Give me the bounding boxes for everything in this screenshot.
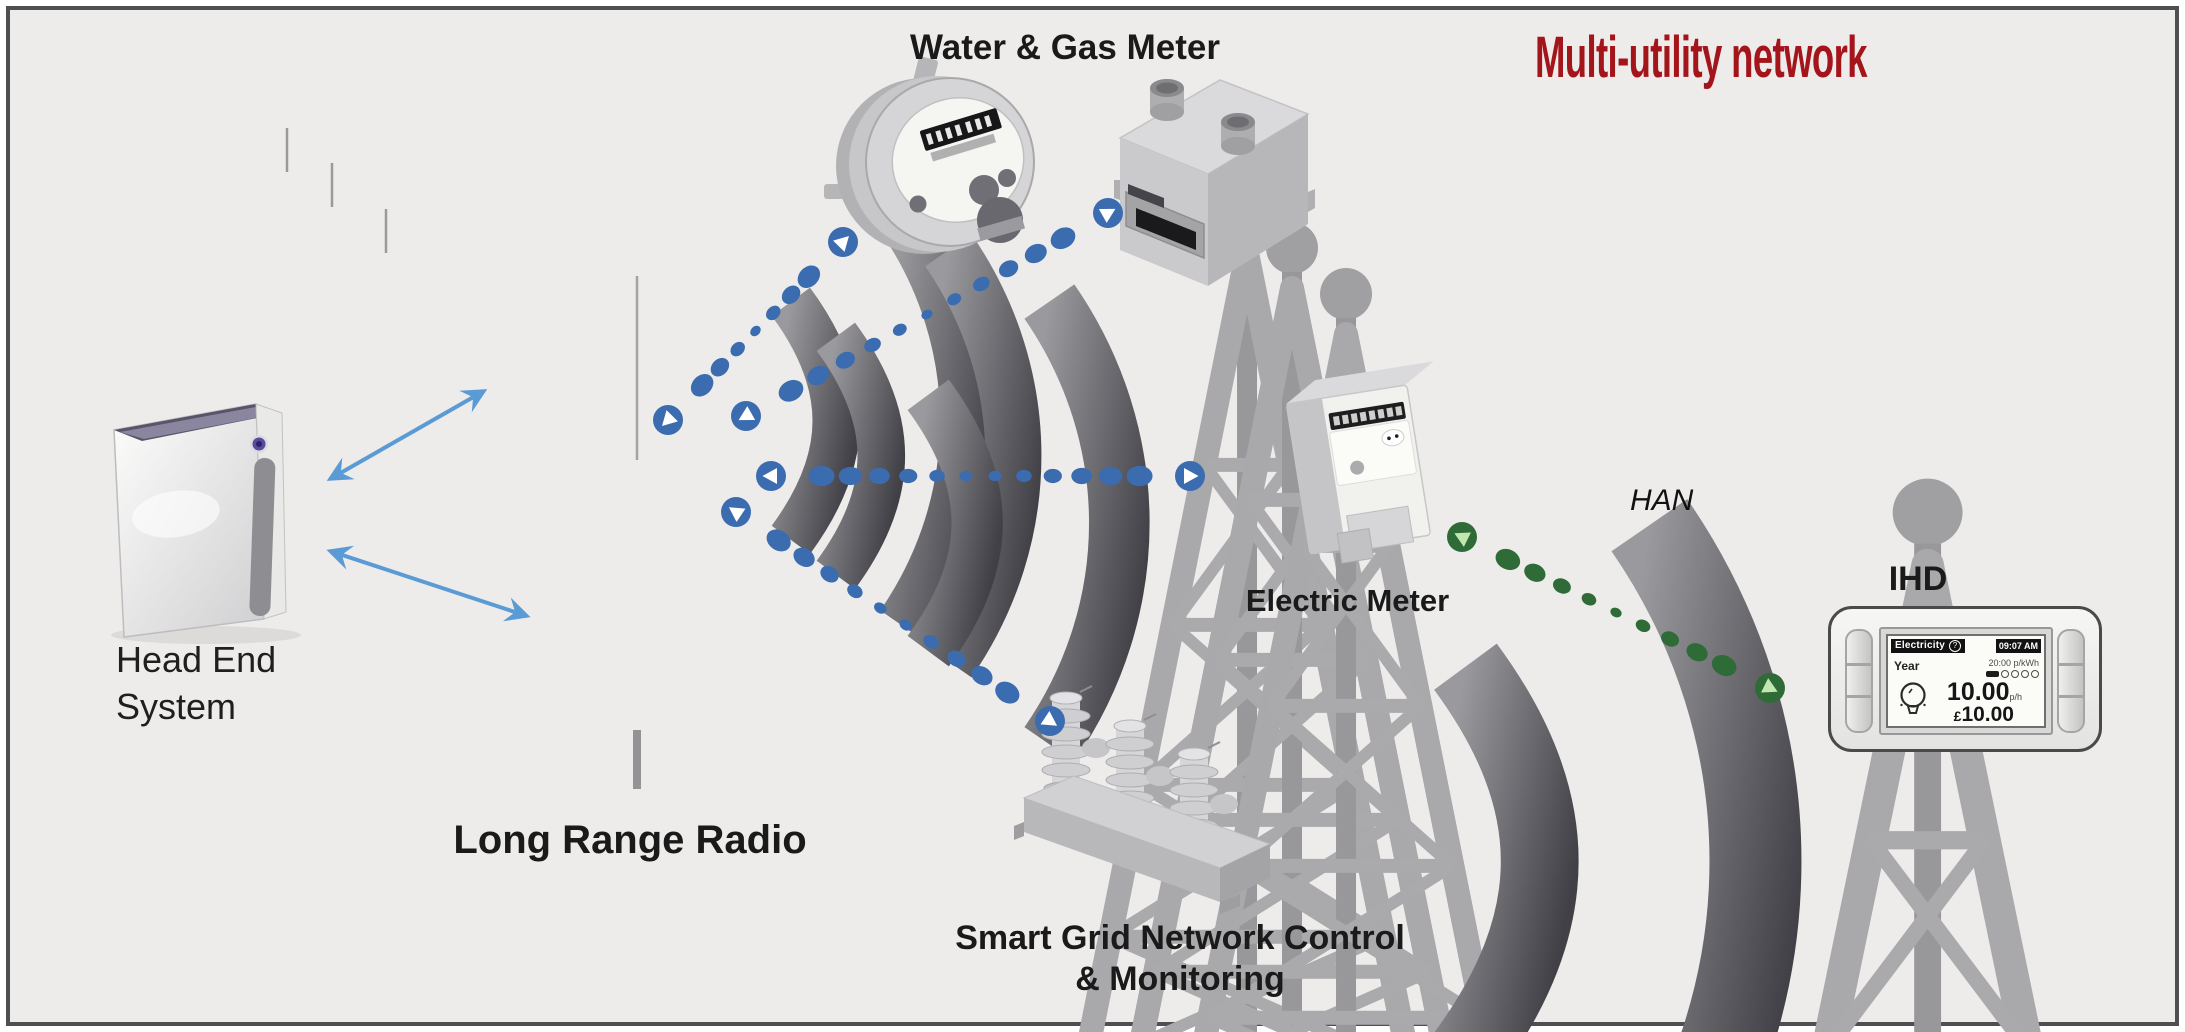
label-smart-grid-line2: & Monitoring xyxy=(1075,960,1285,998)
label-smart-grid: Smart Grid Network Control & Monitoring xyxy=(948,918,1412,1000)
wireless-links xyxy=(653,198,1785,736)
arrow-headend-lrr xyxy=(326,545,531,622)
link-arrowhead-icon xyxy=(662,410,678,427)
arrow-headend-towers xyxy=(326,389,488,481)
link-arrowhead-icon xyxy=(738,406,756,421)
long-range-radio-tower xyxy=(633,276,2153,1032)
diagram-title: Multi-utility network xyxy=(1535,25,1867,90)
link-arrowhead-icon xyxy=(1454,532,1471,547)
label-head-end-line2: System xyxy=(116,686,237,727)
han-link-ihd xyxy=(1447,522,1785,703)
link-arrowhead-icon xyxy=(762,468,777,484)
label-ihd: IHD xyxy=(1888,560,1948,598)
signal-strength-icon xyxy=(1986,670,2039,678)
link-arrowhead-icon xyxy=(1761,678,1778,693)
ihd-reading: 10.00p/h xyxy=(1946,678,2022,706)
link-arrowhead-icon xyxy=(1098,208,1116,223)
ihd-cost: £10.00 xyxy=(1953,703,2014,726)
smart-grid-device xyxy=(1014,685,1272,914)
gas-meter xyxy=(1114,79,1315,286)
small-radio-towers xyxy=(285,128,1514,1032)
ihd-button-column-left xyxy=(1845,629,1873,733)
bulb-icon xyxy=(1900,682,1926,714)
wan-link-smart-grid xyxy=(721,497,1065,736)
water-meter xyxy=(824,56,1035,254)
electric-meter xyxy=(1286,361,1434,564)
radio-waves-icon xyxy=(1465,525,1755,1032)
label-long-range-radio: Long Range Radio xyxy=(453,818,807,862)
link-arrowhead-icon xyxy=(728,507,746,522)
ihd-screen: Electricity? 09:07 AM Year 20:00 p/kWh 1… xyxy=(1879,627,2053,735)
label-han: HAN xyxy=(1630,484,1694,517)
wan-link-gas-meter xyxy=(731,198,1123,431)
ihd-button-column-right xyxy=(2057,629,2085,733)
ihd-time: 09:07 AM xyxy=(1995,639,2041,653)
ihd-lcd: Electricity? 09:07 AM Year 20:00 p/kWh 1… xyxy=(1886,634,2046,728)
link-arrowhead-icon xyxy=(1184,468,1199,484)
gas-pipe xyxy=(1150,79,1184,121)
label-head-end-line1: Head End xyxy=(116,639,277,680)
label-smart-grid-line1: Smart Grid Network Control xyxy=(955,919,1405,957)
ihd-device: Electricity? 09:07 AM Year 20:00 p/kWh 1… xyxy=(1828,606,2102,752)
link-arrowhead-icon xyxy=(833,235,849,252)
label-head-end-system: Head End System xyxy=(116,636,376,730)
head-end-server xyxy=(111,403,301,644)
wan-link-water-meter xyxy=(653,227,858,435)
label-water-gas-meter: Water & Gas Meter xyxy=(910,28,1220,67)
ihd-source-tab: Electricity? xyxy=(1891,639,1966,653)
ihd-period: Year xyxy=(1894,659,1920,673)
backhaul-arrows xyxy=(326,389,531,622)
ihd-rate: 20:00 p/kWh xyxy=(1988,658,2039,668)
link-arrowhead-icon xyxy=(1040,711,1058,726)
wan-link-electric-meter xyxy=(756,461,1205,491)
label-electric-meter: Electric Meter xyxy=(1245,583,1450,618)
help-icon: ? xyxy=(1949,640,1962,652)
gas-pipe xyxy=(1221,113,1255,155)
